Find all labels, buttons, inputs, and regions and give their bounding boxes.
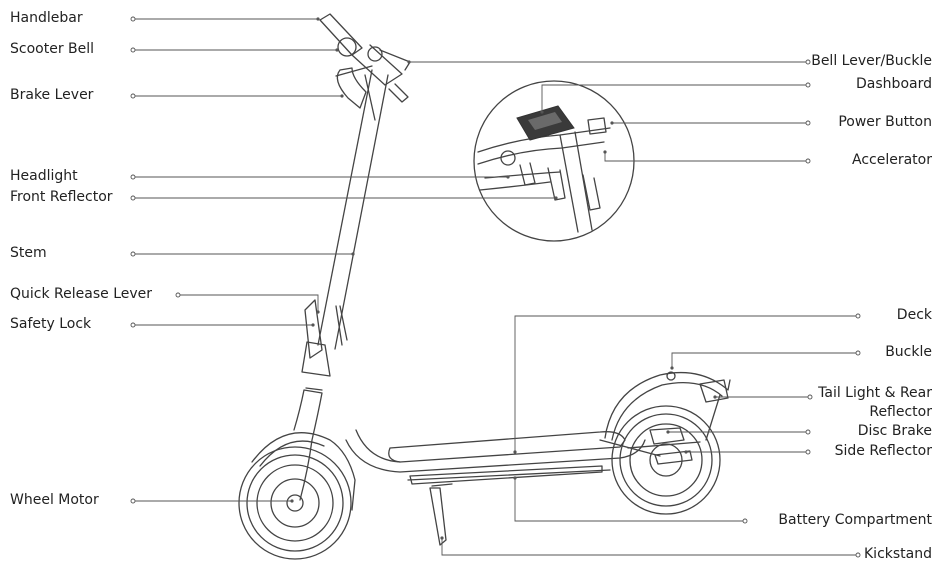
label-dashboard: Dashboard [856, 76, 932, 92]
label-wheel-motor: Wheel Motor [10, 492, 99, 508]
label-scooter-bell: Scooter Bell [10, 41, 95, 57]
label-power-button: Power Button [838, 114, 932, 130]
label-buckle: Buckle [885, 344, 932, 360]
quick-release [304, 299, 323, 359]
kickstand-shape [429, 487, 447, 546]
stem-tube [317, 69, 373, 346]
rear-wheel [611, 405, 721, 515]
label-brake-lever: Brake Lever [10, 87, 94, 103]
label-quick-release-lever: Quick Release Lever [10, 286, 153, 302]
battery-box [409, 465, 603, 485]
handlebar-grip [319, 13, 363, 56]
label-battery-compartment: Battery Compartment [778, 512, 932, 528]
leader-dashboard [541, 84, 808, 112]
front-mudguard [251, 432, 356, 511]
leader-deck [514, 315, 858, 452]
label-safety-lock: Safety Lock [10, 316, 92, 332]
brake-lever-shape [336, 67, 367, 109]
label-side-reflector: Side Reflector [834, 443, 932, 459]
label-bell-lever-buckle: Bell Lever/Buckle [811, 53, 932, 69]
leader-kickstand [441, 538, 858, 556]
label-tail-light-line1: Tail Light & Rear [818, 385, 932, 401]
leader-quick-release [178, 294, 319, 312]
label-tail-light-line2: Reflector [869, 404, 932, 420]
label-deck: Deck [896, 307, 932, 323]
leader-buckle [671, 352, 858, 368]
label-handlebar: Handlebar [10, 10, 83, 26]
label-stem: Stem [10, 245, 47, 261]
label-headlight: Headlight [10, 168, 78, 184]
label-kickstand: Kickstand [864, 546, 932, 562]
label-accelerator: Accelerator [852, 152, 932, 168]
leader-battery [514, 478, 745, 522]
label-disc-brake: Disc Brake [857, 423, 932, 439]
label-front-reflector: Front Reflector [10, 189, 113, 205]
leader-accelerator [604, 152, 808, 162]
front-wheel [238, 446, 352, 560]
disc-brake-shape [649, 427, 685, 445]
front-fork [293, 389, 323, 501]
deck-body [345, 439, 646, 473]
